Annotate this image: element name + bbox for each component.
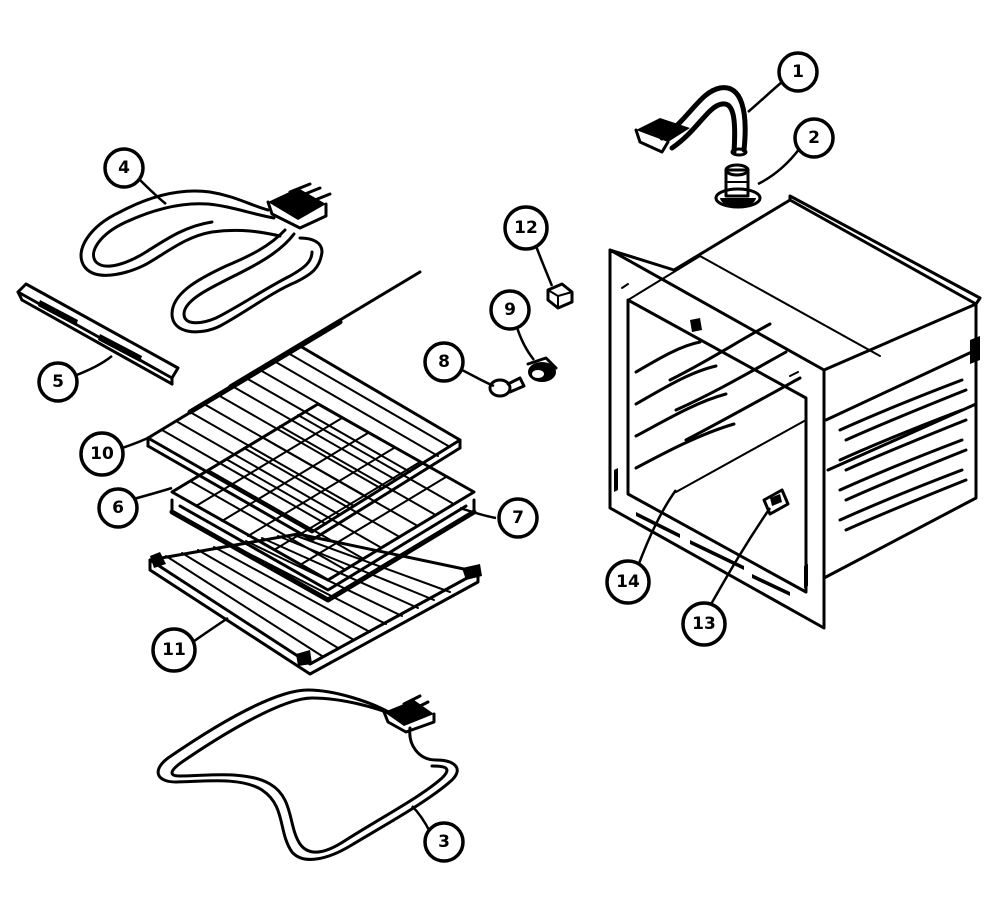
callout-label-4: 4	[118, 158, 130, 178]
broiler-pan-icon	[169, 498, 477, 603]
callout-label-1: 1	[792, 62, 804, 82]
light-socket-icon	[526, 356, 558, 382]
callout-14: 14	[605, 559, 651, 605]
oven-rack-icon-bottom	[148, 532, 482, 676]
callout-label-9: 9	[504, 300, 516, 320]
callout-label-12: 12	[514, 218, 538, 238]
callout-6: 6	[97, 487, 139, 529]
callout-11: 11	[151, 627, 197, 673]
callout-label-13: 13	[692, 614, 716, 634]
callout-1: 1	[777, 51, 819, 93]
bake-element-icon	[156, 688, 459, 861]
callout-label-14: 14	[616, 572, 640, 592]
callout-4: 4	[103, 147, 145, 189]
oven-cavity-icon	[608, 194, 982, 630]
callout-label-11: 11	[162, 640, 186, 660]
callout-label-3: 3	[438, 832, 450, 852]
callout-8: 8	[423, 341, 465, 383]
callout-9: 9	[489, 289, 531, 331]
vent-duct-icon	[634, 85, 748, 157]
callout-13: 13	[681, 601, 727, 647]
vent-connector-icon	[714, 163, 762, 209]
callout-2: 2	[793, 117, 835, 159]
callout-5: 5	[37, 361, 79, 403]
broiler-pan-rack-icon	[170, 402, 476, 582]
callout-label-5: 5	[52, 372, 64, 392]
callout-label-7: 7	[512, 508, 524, 528]
element-bracket-icon	[16, 282, 180, 386]
callout-label-2: 2	[808, 128, 820, 148]
leader-lines	[73, 81, 801, 833]
callout-label-6: 6	[112, 498, 124, 518]
light-bulb-icon	[488, 376, 526, 398]
callout-3: 3	[423, 821, 465, 863]
callout-7: 7	[497, 497, 539, 539]
clip-icon	[546, 282, 574, 310]
oven-rack-icon-top	[146, 270, 462, 542]
callout-label-10: 10	[90, 444, 114, 464]
callout-label-8: 8	[438, 352, 450, 372]
broil-element-icon	[79, 182, 332, 334]
callout-10: 10	[79, 431, 125, 477]
callout-12: 12	[503, 205, 549, 251]
